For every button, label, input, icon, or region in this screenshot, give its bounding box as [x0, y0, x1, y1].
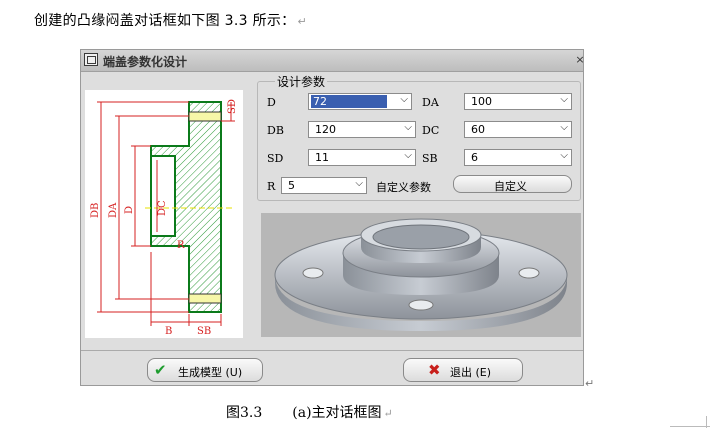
label-sd: SD: [267, 152, 284, 165]
section-drawing: SD DB DA D DC R B SB: [85, 90, 243, 338]
flange-3d-model: [274, 218, 568, 331]
combo-sd[interactable]: 11 ⌵: [308, 149, 416, 166]
custom-button-label: 自定义: [494, 180, 527, 193]
chevron-down-icon: ⌵: [404, 150, 412, 161]
dim-label-sd: SD: [227, 99, 238, 114]
dim-label-d: D: [124, 206, 135, 214]
combo-da[interactable]: 100 ⌵: [464, 93, 572, 110]
close-icon[interactable]: ×: [575, 53, 585, 66]
cross-icon: ✖: [428, 361, 441, 379]
combo-sb-value: 6: [471, 151, 478, 164]
inner-bore: [150, 155, 176, 237]
custom-params-label: 自定义参数: [376, 181, 431, 194]
label-sb: SB: [422, 152, 438, 165]
dialog-title: 端盖参数化设计: [103, 55, 188, 69]
chevron-down-icon: ⌵: [355, 178, 363, 189]
paragraph-mark: ↵: [297, 15, 307, 28]
group-title: 设计参数: [275, 73, 328, 90]
chevron-down-icon: ⌵: [404, 122, 412, 133]
label-db: DB: [267, 124, 284, 137]
return-mark: ↵: [585, 377, 595, 390]
page-corner-mark: [670, 426, 710, 427]
combo-d[interactable]: 72 ⌵: [308, 93, 412, 110]
combo-sd-value: 11: [315, 151, 329, 164]
exit-label: 退出 (E): [450, 366, 492, 379]
combo-db-value: 120: [315, 123, 336, 136]
page-corner-mark-vertical: [706, 416, 707, 428]
figure-caption: 图3.3 (a)主对话框图↵: [226, 402, 393, 422]
flange-section: [150, 101, 222, 313]
bolt-hole-bottom: [188, 293, 222, 304]
dim-label-b: B: [165, 326, 172, 337]
caption-para-mark: ↵: [383, 407, 393, 420]
chevron-down-icon: ⌵: [560, 94, 568, 105]
label-r: R: [267, 180, 276, 193]
combo-dc[interactable]: 60 ⌵: [464, 121, 572, 138]
generate-model-label: 生成模型 (U): [178, 366, 243, 379]
combo-sb[interactable]: 6 ⌵: [464, 149, 572, 166]
combo-d-value: 72: [311, 95, 387, 108]
generate-model-button[interactable]: ✔ 生成模型 (U): [147, 358, 263, 382]
button-separator: [81, 350, 583, 351]
app-window-icon: [84, 53, 98, 66]
intro-text: 创建的凸缘闷盖对话框如下图 3.3 所示：: [34, 13, 296, 29]
check-icon: ✔: [154, 361, 167, 379]
combo-da-value: 100: [471, 95, 492, 108]
dim-label-da: DA: [108, 202, 119, 218]
dim-label-dc: DC: [157, 200, 168, 216]
combo-db[interactable]: 120 ⌵: [308, 121, 416, 138]
chevron-down-icon: ⌵: [400, 94, 408, 105]
label-dc: DC: [422, 124, 440, 137]
chevron-down-icon: ⌵: [560, 122, 568, 133]
label-d: D: [267, 96, 276, 109]
intro-paragraph: 创建的凸缘闷盖对话框如下图 3.3 所示：↵: [34, 10, 307, 30]
label-da: DA: [422, 96, 439, 109]
caption-text: (a)主对话框图: [292, 405, 382, 421]
title-bar[interactable]: 端盖参数化设计 ×: [81, 50, 585, 72]
cap-design-dialog: 端盖参数化设计 × SD DB DA: [80, 49, 585, 386]
exit-button[interactable]: ✖ 退出 (E): [403, 358, 523, 382]
dim-label-r: R: [177, 240, 185, 251]
chevron-down-icon: ⌵: [560, 150, 568, 161]
model-preview: [261, 213, 581, 337]
dim-label-sb: SB: [197, 326, 211, 337]
combo-dc-value: 60: [471, 123, 485, 136]
combo-r[interactable]: 5 ⌵: [281, 177, 367, 194]
dimension-lines: [97, 101, 235, 326]
bolt-hole-top: [188, 111, 222, 122]
design-params-group: [257, 81, 581, 201]
custom-button[interactable]: 自定义: [453, 175, 572, 193]
combo-r-value: 5: [288, 179, 295, 192]
dim-label-db: DB: [90, 203, 101, 218]
caption-number: 图3.3: [226, 405, 263, 421]
